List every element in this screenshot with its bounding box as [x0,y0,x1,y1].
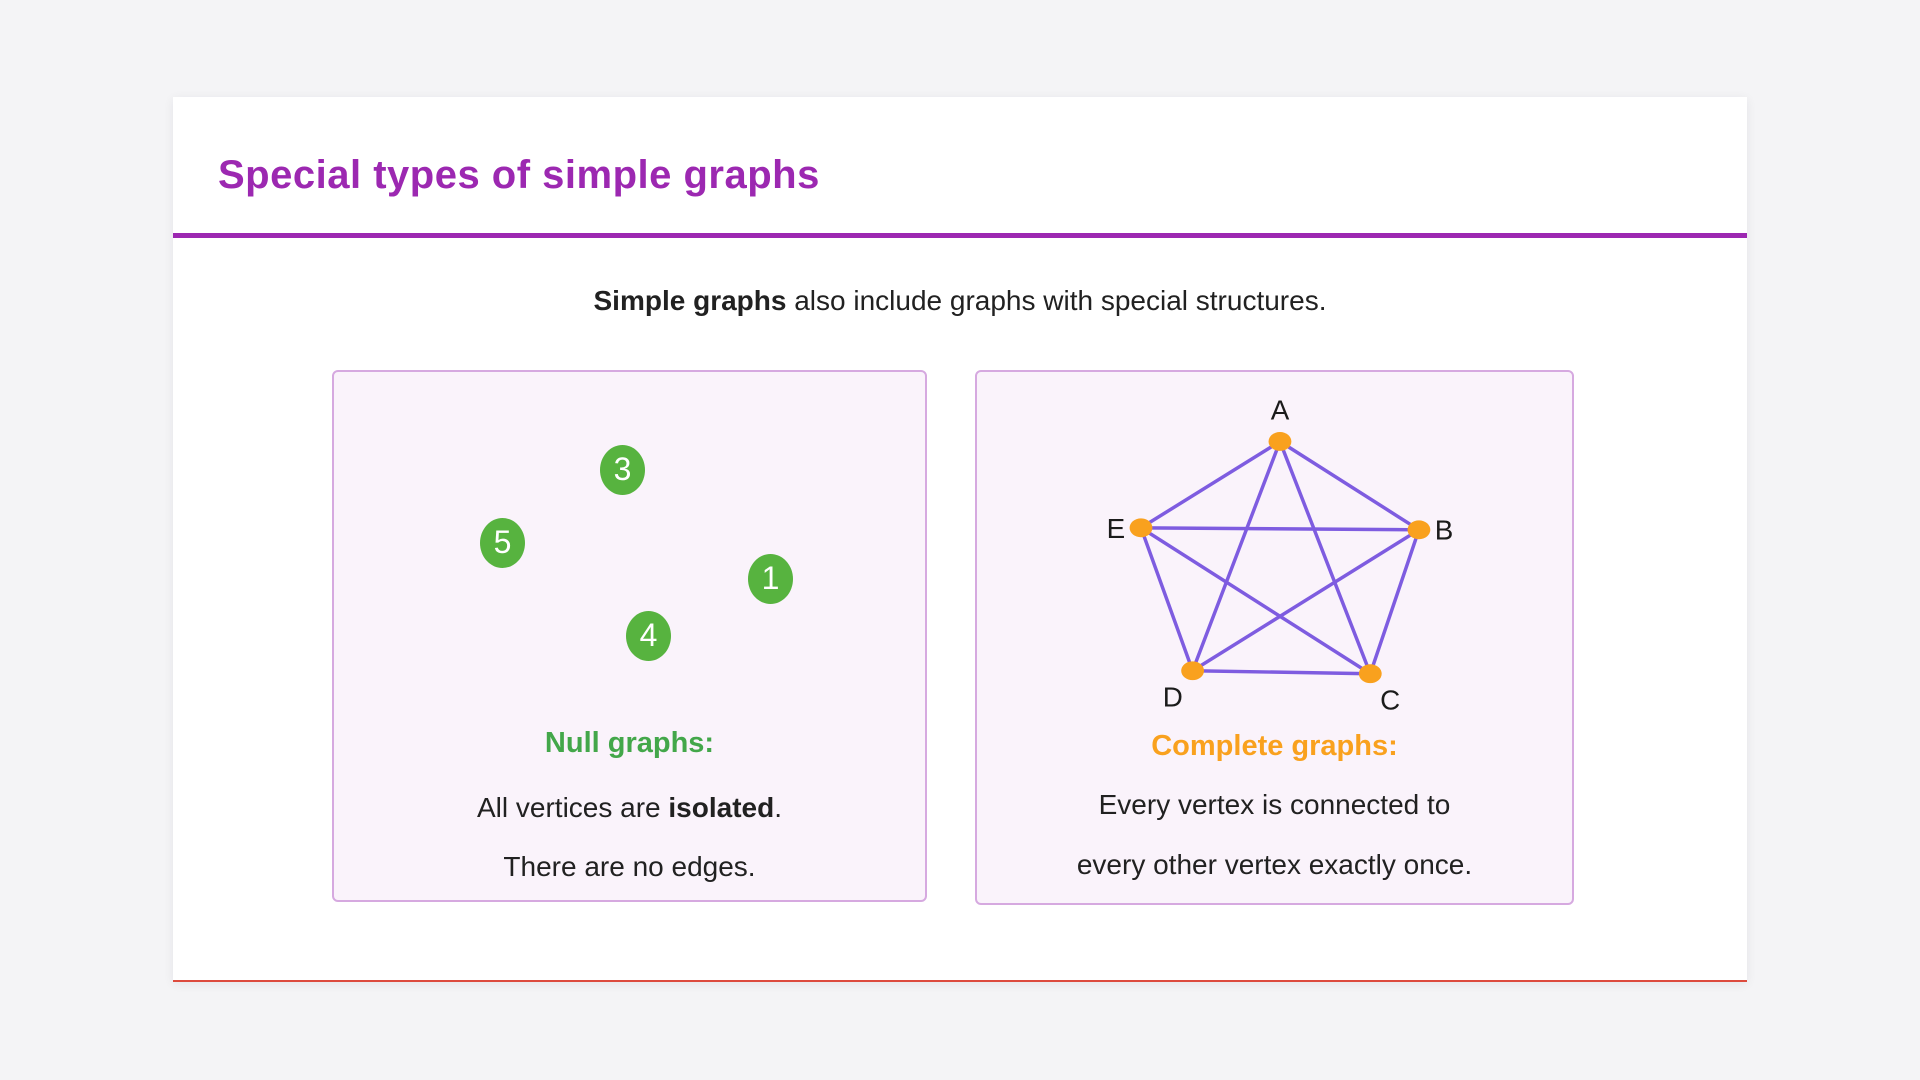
complete-graph-caption: Complete graphs: [1151,730,1398,762]
slide-card: Special types of simple graphs Simple gr… [173,97,1747,982]
null-vertex-3: 3 [600,445,645,495]
null-vertex-5: 5 [480,518,525,568]
edge-AE [1139,439,1282,530]
null-desc-bold: isolated [668,792,775,823]
edge-CE [1139,526,1373,676]
null-vertex-1: 1 [748,554,793,604]
null-desc-post: . [774,792,782,823]
edge-AD [1190,439,1282,673]
title-divider [173,233,1747,238]
null-graph-description-line1: All vertices are isolated. [334,792,925,824]
edge-BD [1190,528,1421,673]
complete-graph-description-line2: every other vertex exactly once. [1076,849,1473,880]
null-graph-description-line2: There are no edges. [503,851,756,882]
edge-AC [1278,439,1373,676]
vertex-label-E: E [1107,513,1126,544]
edge-AB [1278,439,1421,532]
vertex-label-B: B [1435,515,1454,546]
vertex-dot-B [1407,520,1431,540]
complete-graph-svg: A B C D E [1107,395,1454,716]
vertex-dot-E [1129,518,1153,538]
intro-text-rest: also include graphs with special structu… [786,285,1327,316]
null-graph-caption: Null graphs: [544,727,715,759]
vertex-dot-D [1181,661,1205,681]
vertex-label-D: D [1163,681,1183,712]
edge-BE [1139,526,1421,532]
complete-graph-panel: A B C D E Complete graphs: Every vertex is c… [975,370,1574,905]
edge-DE [1139,526,1195,673]
complete-graph-description-line1: Every vertex is connected to [1098,789,1451,820]
vertex-label-C: C [1380,684,1400,715]
edge-CD [1190,669,1373,676]
null-graph-panel: 3 5 1 4 Null graphs: All vertices are isola… [332,370,927,902]
vertex-label-A: A [1271,395,1290,426]
vertex-dot-C [1358,664,1382,684]
page-title: Special types of simple graphs [218,153,820,197]
intro-text-bold: Simple graphs [593,285,787,316]
null-desc-pre: All vertices are [477,792,669,823]
vertex-dot-A [1268,432,1292,451]
null-vertex-4: 4 [626,611,671,661]
edge-BC [1368,528,1421,676]
intro-text: Simple graphs also include graphs with s… [173,285,1747,317]
